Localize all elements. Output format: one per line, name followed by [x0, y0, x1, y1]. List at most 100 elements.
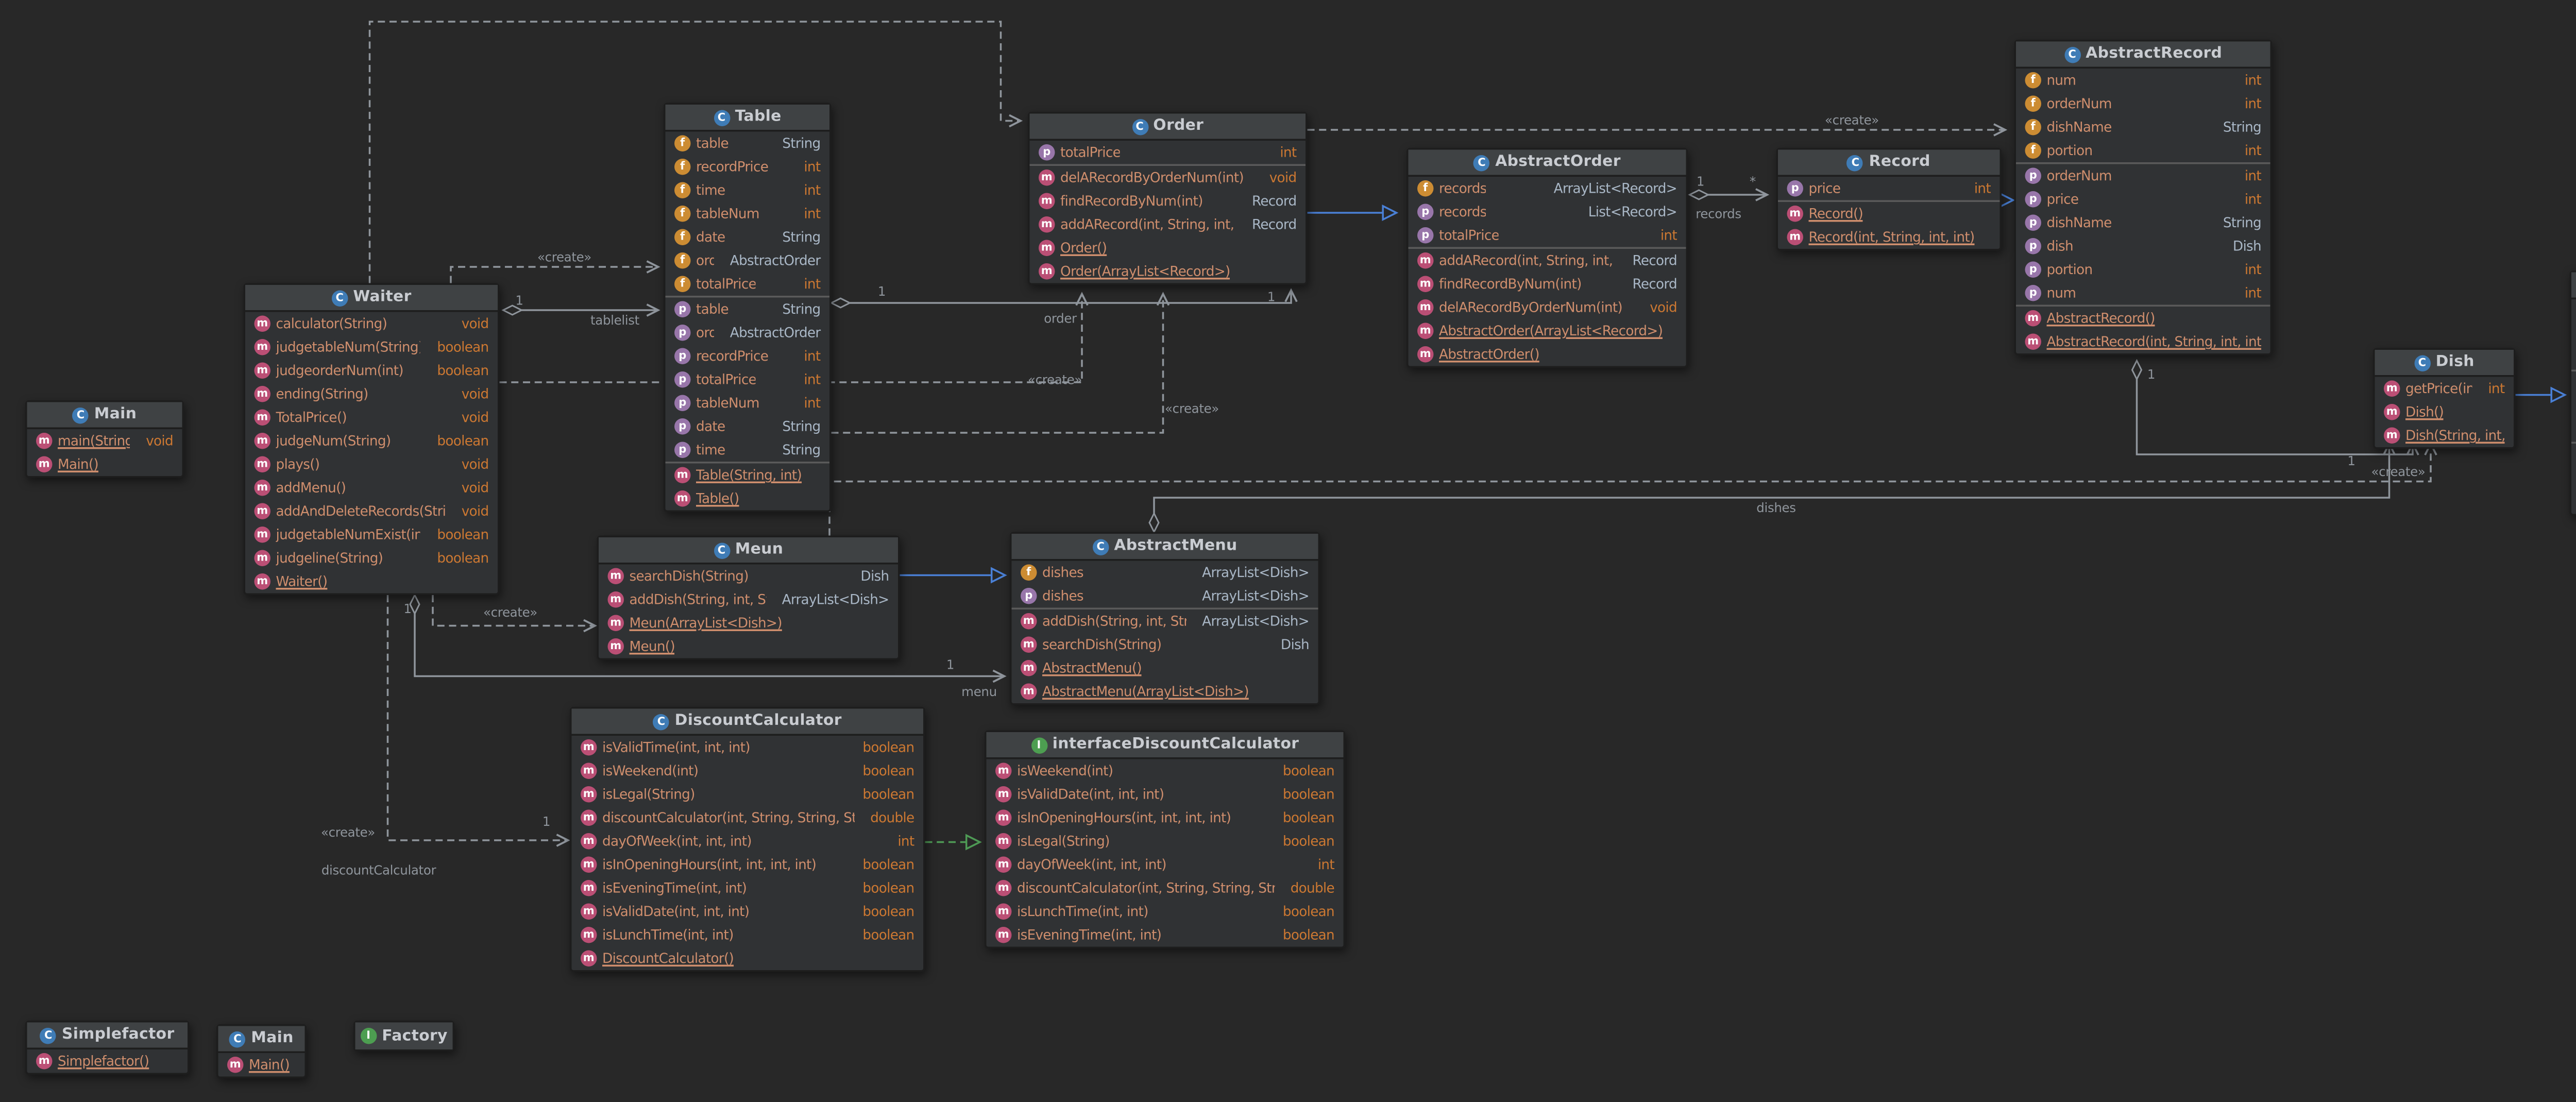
uml-class-AbstractDish[interactable]: CAbstractDishfSpecialitiesStringfnameStr…: [2570, 270, 2576, 516]
member-row[interactable]: fSpecialitiesString: [2571, 299, 2576, 323]
uml-class-Dish[interactable]: CDishmgetPrice(int)intmDish()mDish(Strin…: [2373, 348, 2516, 449]
member-row[interactable]: forderAbstractOrder: [666, 249, 830, 273]
member-row[interactable]: pnameString: [2571, 371, 2576, 395]
class-header[interactable]: CAbstractDish: [2571, 273, 2576, 300]
member-row[interactable]: pSpecialitiesString: [2571, 418, 2576, 442]
member-row[interactable]: mAbstractDish(): [2571, 490, 2576, 514]
